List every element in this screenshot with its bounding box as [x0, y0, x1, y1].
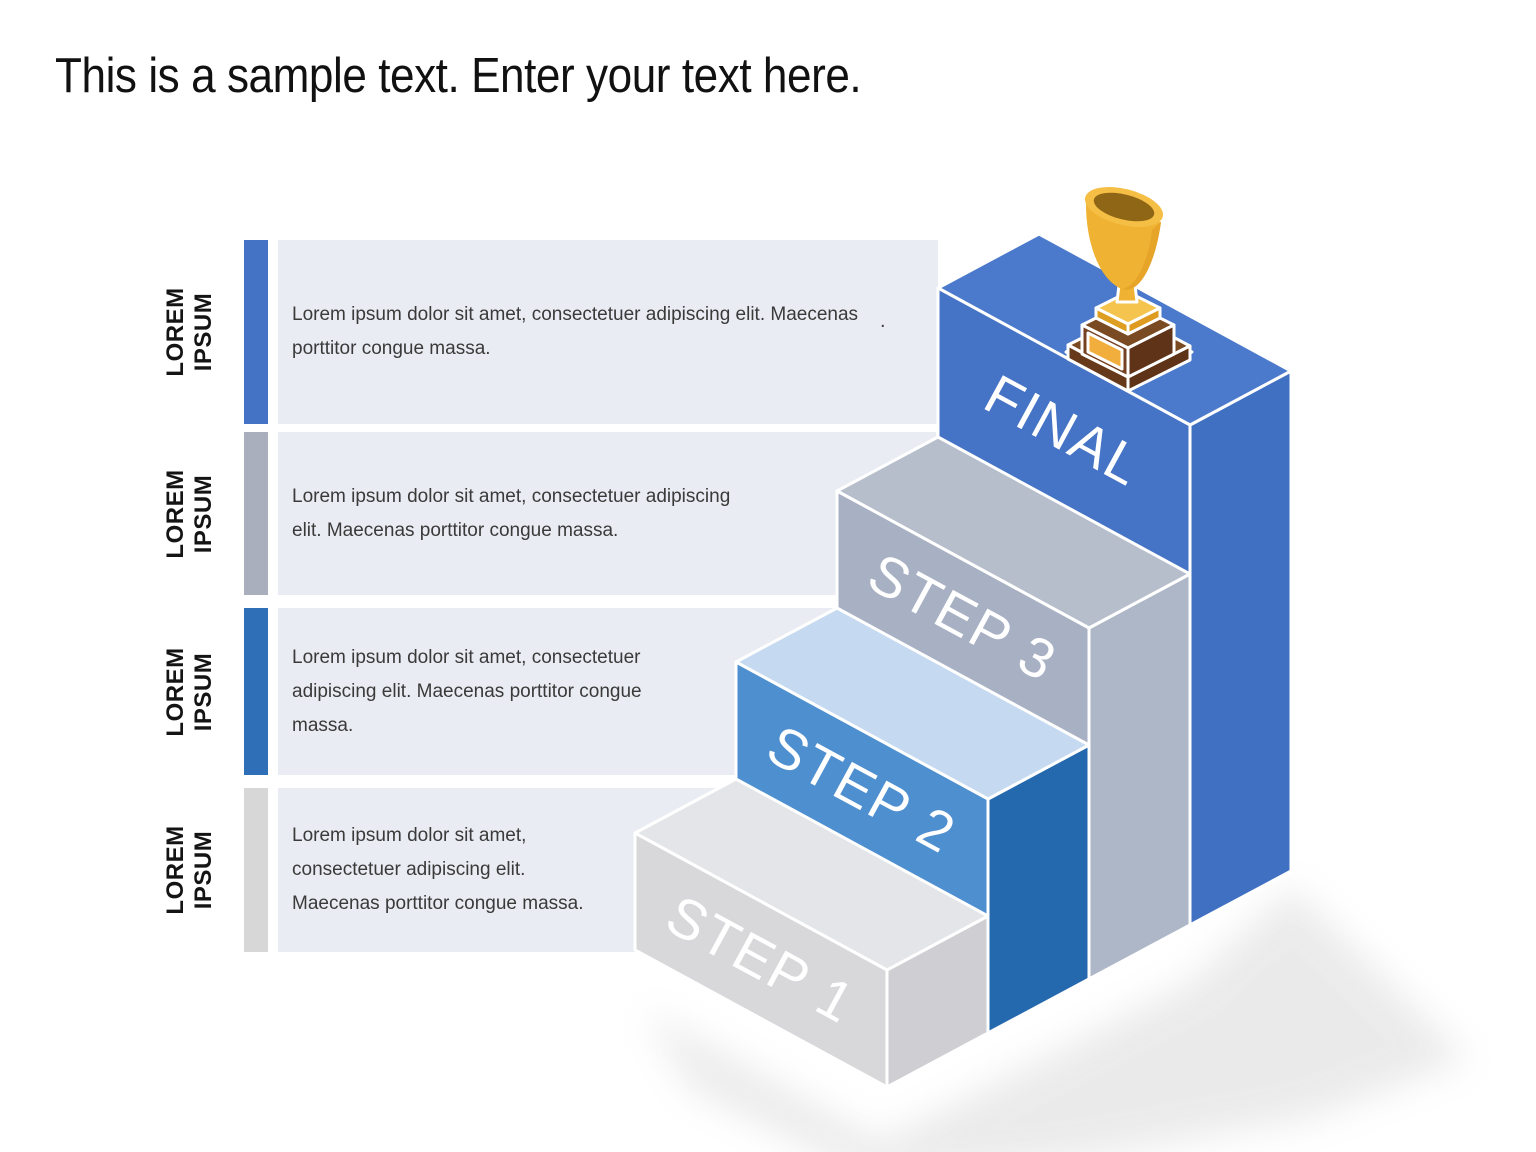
row-accent-bar[interactable] — [244, 240, 268, 424]
row-vertical-label[interactable]: LOREM IPSUM — [140, 608, 240, 775]
step-side-face[interactable] — [1087, 572, 1192, 981]
step-top-face[interactable] — [936, 232, 1293, 427]
vertical-label-line: LOREM — [162, 468, 189, 559]
trophy-bowl-shading — [1122, 222, 1161, 290]
vertical-label-line: IPSUM — [190, 292, 217, 372]
trophy-plate — [1094, 290, 1162, 326]
trophy-shadow — [1064, 318, 1194, 388]
step-side-face[interactable] — [986, 743, 1091, 1035]
floor-shadow — [638, 883, 1472, 1152]
vertical-label-line: LOREM — [162, 646, 189, 737]
row-panel[interactable]: Lorem ipsum dolor sit amet, consectetuer… — [278, 608, 836, 775]
row-text-line: Lorem ipsum dolor sit amet, consectetuer… — [292, 485, 731, 507]
vertical-label-line: IPSUM — [190, 474, 217, 553]
stray-period: . — [880, 310, 886, 332]
row-vertical-label[interactable]: LOREM IPSUM — [140, 788, 240, 952]
step-side-face[interactable] — [1188, 369, 1293, 927]
trophy-handle — [1065, 200, 1091, 226]
trophy-base — [1066, 343, 1130, 393]
trophy-icon[interactable] — [1064, 180, 1194, 393]
row-text-line: adipiscing elit. Maecenas porttitor cong… — [292, 680, 642, 702]
row-accent-bar[interactable] — [244, 432, 268, 595]
row-panel[interactable]: Lorem ipsum dolor sit amet, consectetuer… — [278, 240, 938, 424]
row-accent-bar[interactable] — [244, 788, 268, 952]
step-final[interactable]: FINAL — [936, 232, 1293, 927]
vertical-label-line: IPSUM — [190, 652, 217, 731]
row-text-line: consectetuer adipiscing elit. — [292, 859, 526, 880]
row-text-line: Lorem ipsum dolor sit amet, — [292, 825, 527, 846]
trophy-base — [1066, 312, 1192, 379]
trophy-pedestal — [1080, 300, 1176, 350]
trophy-stem — [1115, 266, 1139, 304]
trophy-pedestal — [1080, 323, 1130, 379]
trophy-bowl — [1086, 204, 1161, 290]
trophy-base — [1126, 344, 1192, 393]
row-vertical-label[interactable]: LOREM IPSUM — [140, 432, 240, 595]
step-front-face[interactable] — [936, 286, 1192, 927]
trophy-rim-inner — [1093, 192, 1155, 222]
row-text-line: massa. — [292, 714, 354, 736]
trophy-plaque — [1086, 331, 1124, 371]
row-panel[interactable]: Lorem ipsum dolor sit amet, consectetuer… — [278, 432, 936, 595]
row-text-line: Lorem ipsum dolor sit amet, consectetuer — [292, 646, 641, 668]
trophy-plate — [1094, 306, 1130, 336]
trophy-pedestal — [1126, 323, 1176, 379]
row-panel[interactable]: Lorem ipsum dolor sit amet, consectetuer… — [278, 788, 738, 952]
row-text-line: Maecenas porttitor congue massa. — [292, 893, 584, 914]
trophy-handle — [1149, 235, 1175, 261]
step-side-face[interactable] — [885, 914, 990, 1089]
row-text-line: Lorem ipsum dolor sit amet, consectetuer… — [292, 304, 859, 325]
row-vertical-label[interactable]: LOREM IPSUM — [140, 240, 240, 424]
row-accent-bar[interactable] — [244, 608, 268, 775]
vertical-label-line: LOREM — [162, 825, 189, 915]
trophy-rim — [1084, 187, 1164, 227]
step-label[interactable]: FINAL — [975, 362, 1153, 498]
page-title[interactable]: This is a sample text. Enter your text h… — [55, 49, 862, 103]
vertical-label-line: IPSUM — [190, 830, 217, 910]
trophy-plate — [1126, 306, 1162, 336]
row-text-line: porttitor congue massa. — [292, 338, 491, 359]
row-text-line: elit. Maecenas porttitor congue massa. — [292, 519, 619, 541]
vertical-label-line: LOREM — [162, 287, 189, 377]
